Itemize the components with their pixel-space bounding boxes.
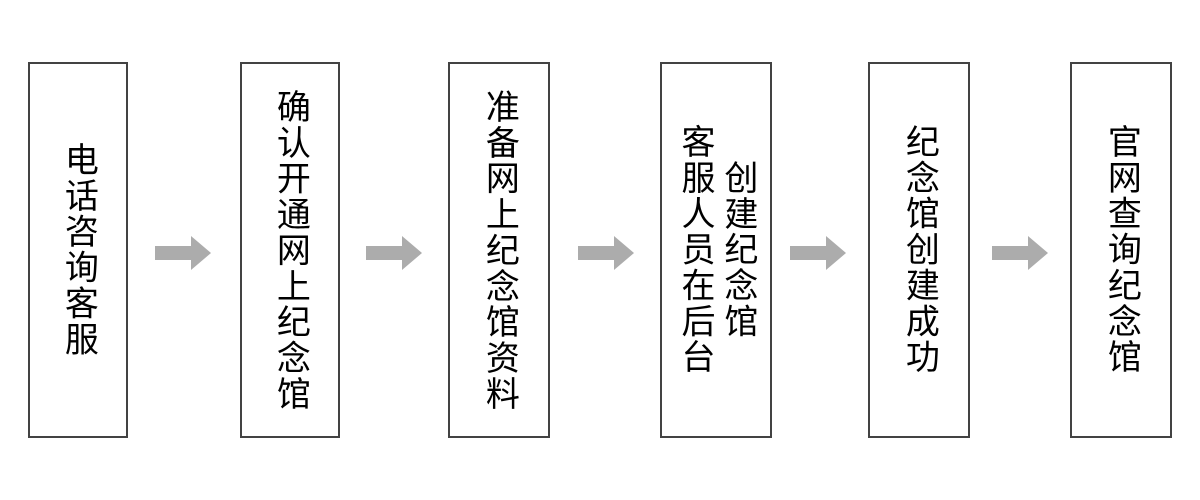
flow-node-4[interactable]: 创建纪念馆 客服人员在后台 (660, 62, 772, 438)
flow-node-3[interactable]: 准备网上纪念馆资料 (448, 62, 550, 438)
flow-node-2-text-column-1: 确认开通网上纪念馆 (270, 88, 311, 412)
flow-node-4-text-column-1: 创建纪念馆 (717, 160, 758, 340)
flow-arrow-5 (992, 236, 1048, 270)
flow-node-6[interactable]: 官网查询纪念馆 (1070, 62, 1172, 438)
flow-arrow-3 (578, 236, 634, 270)
flow-node-6-text-column-1: 官网查询纪念馆 (1101, 124, 1142, 376)
flow-node-4-text-column-2: 客服人员在后台 (675, 124, 715, 376)
flow-node-1[interactable]: 电话咨询客服 (28, 62, 128, 438)
flow-node-1-text-column-1: 电话咨询客服 (58, 142, 99, 358)
flow-arrow-1 (155, 236, 211, 270)
flow-node-3-text-column-1: 准备网上纪念馆资料 (479, 88, 520, 412)
flow-node-5[interactable]: 纪念馆创建成功 (868, 62, 970, 438)
flow-arrow-4 (790, 236, 846, 270)
flow-node-2[interactable]: 确认开通网上纪念馆 (240, 62, 340, 438)
flow-arrow-2 (366, 236, 422, 270)
flow-node-5-text-column-1: 纪念馆创建成功 (899, 124, 940, 376)
